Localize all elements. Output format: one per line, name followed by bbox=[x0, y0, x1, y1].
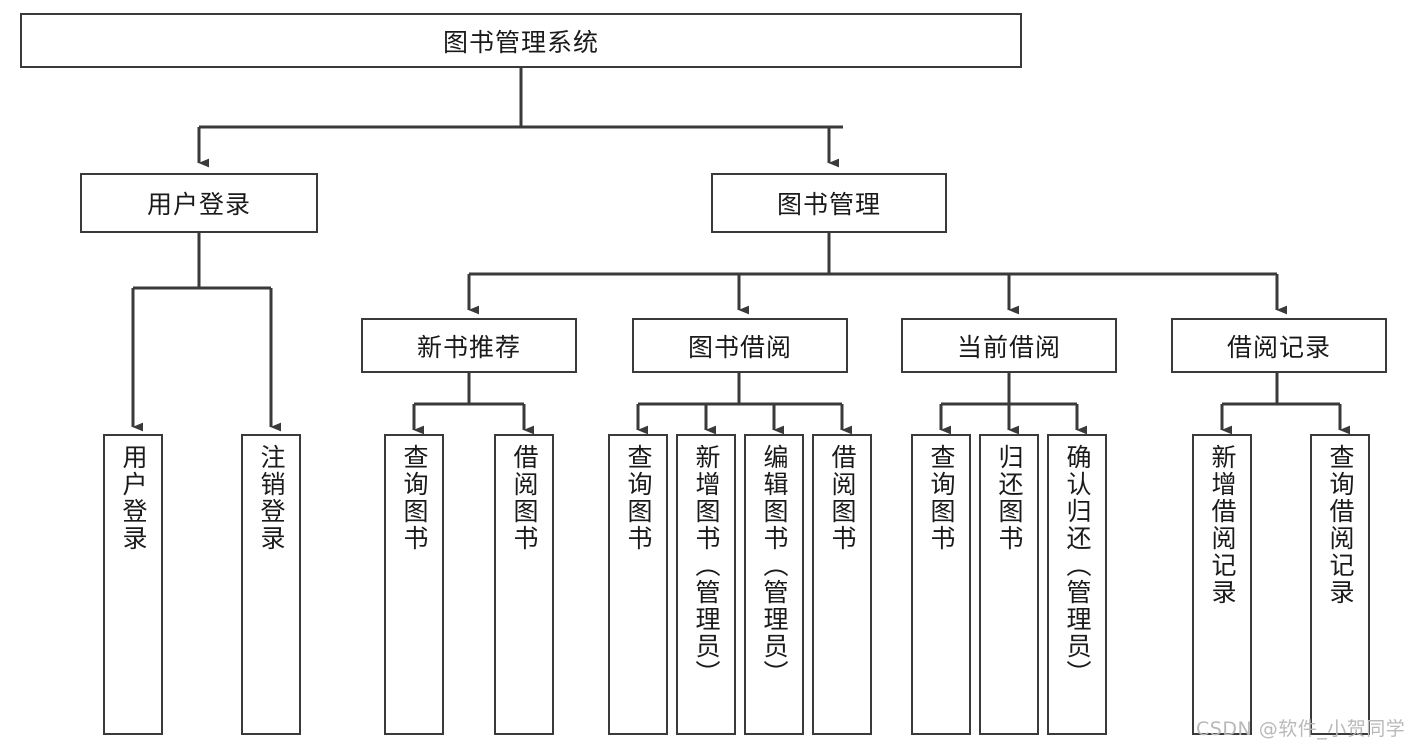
leaf-borrow-borrow-book[interactable]: 借阅图书 bbox=[812, 434, 872, 735]
leaf-label: 借阅图书 bbox=[510, 444, 539, 552]
node-new-book-recommend[interactable]: 新书推荐 bbox=[361, 318, 577, 373]
leaf-label: 查询借阅记录 bbox=[1326, 444, 1355, 606]
node-book-borrow[interactable]: 图书借阅 bbox=[632, 318, 848, 373]
node-book-management[interactable]: 图书管理 bbox=[711, 173, 947, 233]
node-label: 图书管理系统 bbox=[442, 27, 599, 57]
leaf-label: 查询图书 bbox=[400, 444, 429, 552]
leaf-borrow-add-book[interactable]: 新增图书（管理员） bbox=[676, 434, 736, 735]
leaf-current-confirm-return[interactable]: 确认归还（管理员） bbox=[1047, 434, 1107, 735]
leaf-user-login-logout[interactable]: 注销登录 bbox=[241, 434, 301, 735]
leaf-label: 用户登录 bbox=[119, 444, 148, 552]
node-root-system[interactable]: 图书管理系统 bbox=[20, 13, 1022, 68]
node-label: 图书管理 bbox=[776, 190, 881, 219]
leaf-new-book-query[interactable]: 查询图书 bbox=[384, 434, 444, 735]
node-borrow-record[interactable]: 借阅记录 bbox=[1171, 318, 1387, 373]
leaf-label: 新增借阅记录 bbox=[1208, 444, 1237, 606]
leaf-label: 借阅图书 bbox=[828, 444, 857, 552]
node-label: 图书借阅 bbox=[687, 332, 792, 362]
leaf-borrow-query-book[interactable]: 查询图书 bbox=[608, 434, 668, 735]
leaf-current-return-book[interactable]: 归还图书 bbox=[979, 434, 1039, 735]
leaf-label: 编辑图书（管理员） bbox=[760, 444, 789, 687]
leaf-label: 查询图书 bbox=[927, 444, 956, 552]
leaf-label: 归还图书 bbox=[995, 444, 1024, 552]
node-label: 用户登录 bbox=[146, 190, 251, 219]
leaf-label: 注销登录 bbox=[257, 444, 286, 552]
leaf-record-query-record[interactable]: 查询借阅记录 bbox=[1310, 434, 1370, 735]
node-label: 借阅记录 bbox=[1226, 332, 1331, 362]
node-label: 当前借阅 bbox=[956, 332, 1061, 362]
leaf-label: 新增图书（管理员） bbox=[692, 444, 721, 687]
leaf-label: 查询图书 bbox=[624, 444, 653, 552]
leaf-record-add-record[interactable]: 新增借阅记录 bbox=[1192, 434, 1252, 735]
csdn-watermark: CSDN @软件_小贺同学 bbox=[1196, 718, 1405, 740]
node-label: 新书推荐 bbox=[416, 332, 521, 362]
node-current-borrow[interactable]: 当前借阅 bbox=[901, 318, 1117, 373]
leaf-label: 确认归还（管理员） bbox=[1063, 444, 1092, 687]
leaf-new-book-borrow[interactable]: 借阅图书 bbox=[494, 434, 554, 735]
leaf-borrow-edit-book[interactable]: 编辑图书（管理员） bbox=[744, 434, 804, 735]
leaf-current-query-book[interactable]: 查询图书 bbox=[911, 434, 971, 735]
node-user-login[interactable]: 用户登录 bbox=[80, 173, 318, 233]
leaf-user-login-login[interactable]: 用户登录 bbox=[103, 434, 163, 735]
